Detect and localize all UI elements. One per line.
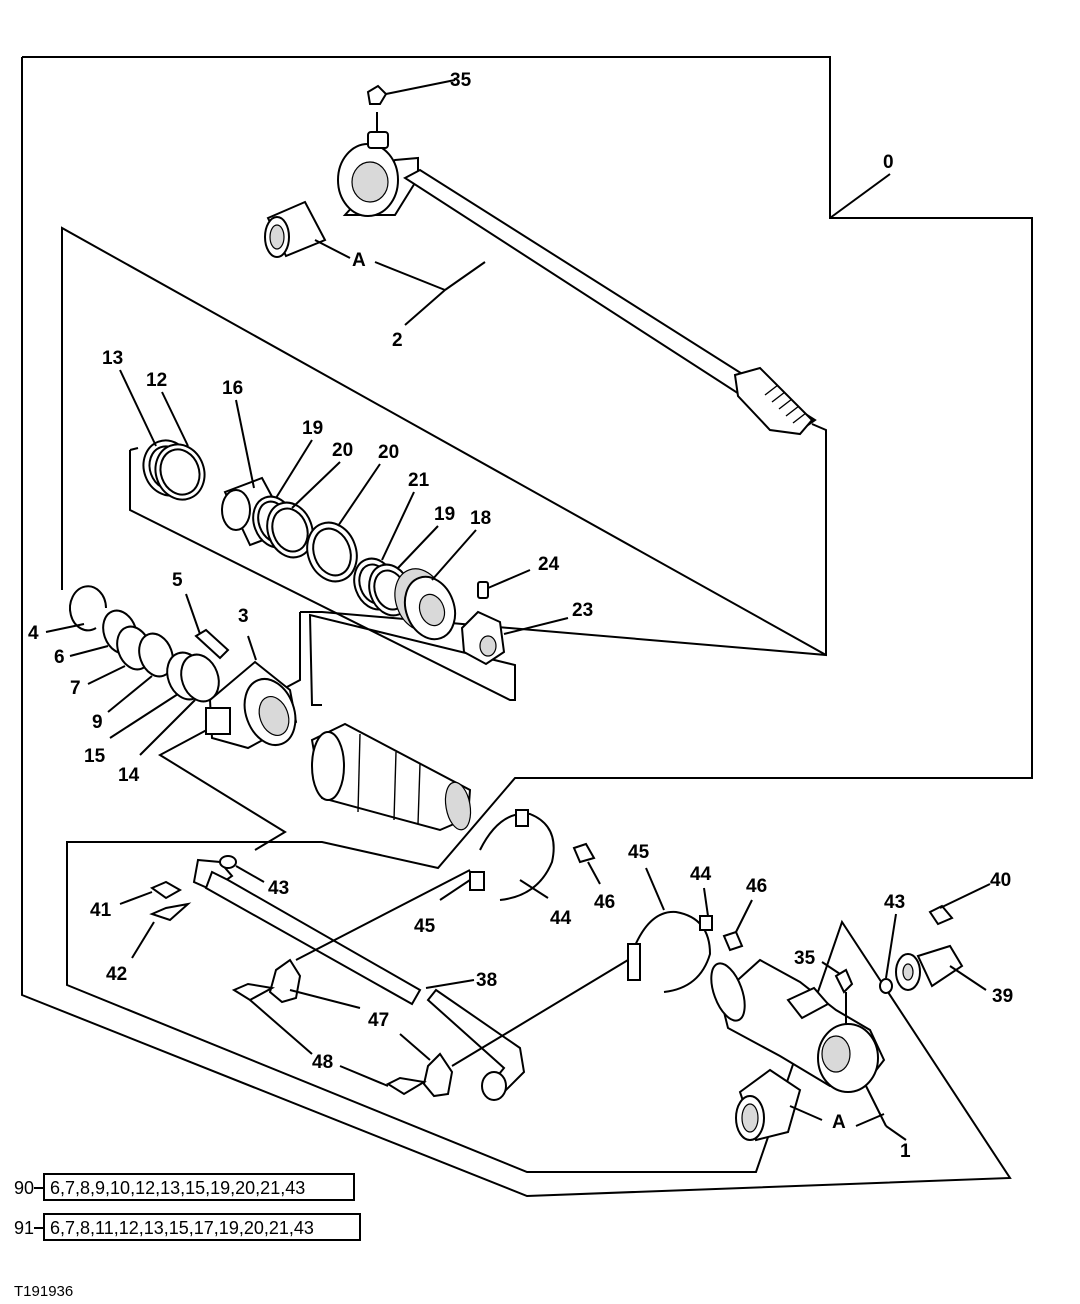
callout-48: 48 [312, 1052, 333, 1073]
grease-fitting-end [821, 961, 854, 1024]
callout-21: 21 [408, 470, 430, 491]
callout-45b: 45 [628, 842, 650, 863]
callout-24: 24 [538, 554, 560, 575]
callout-43b: 43 [884, 892, 905, 913]
kit-parts-91: 6,7,8,11,12,13,15,17,19,20,21,43 [50, 1218, 314, 1238]
grease-fitting-top [366, 79, 456, 105]
callout-35a: 35 [450, 70, 472, 91]
bolt-46b [722, 899, 753, 952]
o-ring-43a [219, 855, 265, 883]
callout-A2: A [832, 1112, 846, 1133]
callout-20b: 20 [378, 442, 399, 463]
callout-4: 4 [28, 623, 39, 644]
nut-23 [460, 610, 569, 666]
callout-7: 7 [70, 678, 81, 699]
callout-18: 18 [470, 508, 491, 529]
callout-43a: 43 [268, 878, 289, 899]
callout-23: 23 [572, 600, 593, 621]
clamp-44b [627, 887, 713, 993]
callout-1: 1 [900, 1141, 911, 1162]
o-ring-43b [879, 913, 897, 994]
callout-35b: 35 [794, 948, 816, 969]
tube-38 [192, 858, 526, 1101]
clamp-44a [469, 809, 555, 901]
callout-labels: 0 1 2 3 4 5 6 7 9 12 13 14 15 16 18 19 1… [28, 70, 1013, 1162]
kit-parts-90: 6,7,8,9,10,12,13,15,19,20,21,43 [50, 1178, 305, 1198]
callout-47: 47 [368, 1010, 389, 1031]
callout-39: 39 [992, 986, 1013, 1007]
callout-5: 5 [172, 570, 183, 591]
rod-guide-3 [205, 635, 298, 750]
kit-number-90: 90 [14, 1178, 34, 1198]
end-bushing [735, 1068, 885, 1142]
callout-16: 16 [222, 378, 243, 399]
callout-19a: 19 [302, 418, 323, 439]
callout-0: 0 [883, 152, 894, 173]
rod-bushing [264, 200, 486, 326]
setscrew-24 [477, 569, 531, 599]
callout-19b: 19 [434, 504, 455, 525]
fitting-39 [895, 944, 987, 991]
ring-20b [306, 521, 358, 583]
clip-47a [268, 958, 361, 1009]
clamp-45b [645, 867, 665, 911]
bolt-46a [572, 842, 601, 885]
callout-46b: 46 [746, 876, 767, 897]
callout-2: 2 [392, 330, 403, 351]
callout-20a: 20 [332, 440, 353, 461]
callout-46a: 46 [594, 892, 615, 913]
seal-9 [107, 632, 174, 713]
callout-6: 6 [54, 647, 65, 668]
bolt-41 [119, 880, 183, 905]
cylinder-barrel [310, 722, 472, 832]
callout-14: 14 [118, 765, 140, 786]
bolt-42 [131, 902, 192, 959]
bolt-5 [185, 593, 230, 660]
callout-38: 38 [476, 970, 497, 991]
callout-15: 15 [84, 746, 106, 767]
callout-44a: 44 [550, 908, 572, 929]
callout-45a: 45 [414, 916, 436, 937]
clip-47b [399, 1033, 454, 1098]
figure-id: T191936 [14, 1283, 73, 1300]
callout-3: 3 [238, 606, 249, 627]
cylinder-end [710, 958, 907, 1141]
piston-18 [394, 568, 457, 641]
snap-ring-4 [45, 585, 107, 633]
bolt-40 [928, 883, 991, 926]
callout-41: 41 [90, 900, 112, 921]
callout-A1: A [352, 250, 366, 271]
kit-number-91: 91 [14, 1218, 34, 1238]
bolt-48b [339, 1065, 427, 1096]
kit-row-90: 90 6,7,8,9,10,12,13,15,19,20,21,43 [14, 1173, 355, 1201]
assembly-outline [21, 56, 1033, 1198]
callout-40: 40 [990, 870, 1011, 891]
callout-44b: 44 [690, 864, 712, 885]
callout-12: 12 [146, 370, 167, 391]
kit-row-91: 91 6,7,8,11,12,13,15,17,19,20,21,43 [14, 1213, 361, 1241]
clamp-45a [439, 879, 471, 901]
ring-14 [139, 653, 220, 756]
ring-20a [266, 501, 314, 559]
ring-12 [154, 443, 206, 501]
callout-42: 42 [106, 964, 127, 985]
seal-kit-outline [61, 226, 827, 656]
callout-9: 9 [92, 712, 103, 733]
bolt-48a [231, 982, 313, 1055]
callout-13: 13 [102, 348, 123, 369]
